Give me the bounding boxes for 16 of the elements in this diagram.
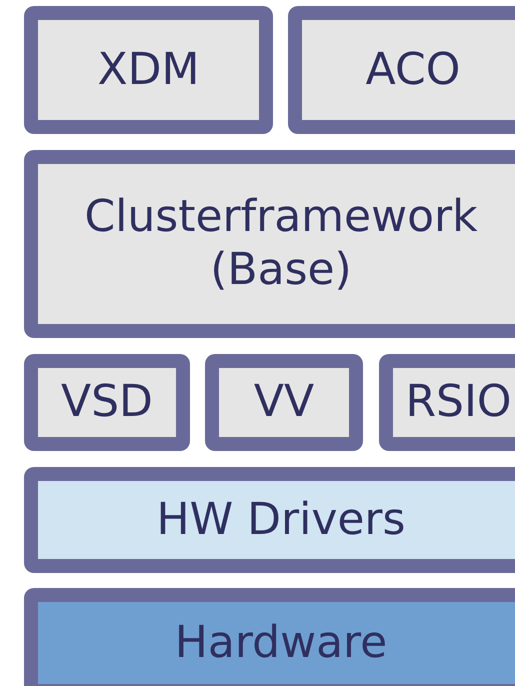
layer-label: Hardware: [174, 616, 388, 670]
layer-label: XDM: [98, 44, 200, 96]
layer-box: [24, 6, 273, 134]
layer-label: HW Drivers: [156, 494, 406, 546]
layer-label: Clusterframework (Base): [83, 191, 479, 297]
layer-box: [24, 354, 190, 451]
layer-label: RSIO: [405, 376, 512, 429]
layer-label: VSD: [61, 376, 153, 429]
layer-box: [24, 150, 515, 338]
layer-box: [24, 467, 515, 573]
layer-label: ACO: [366, 44, 460, 96]
layer-box: [288, 6, 515, 134]
layer-label: VV: [254, 376, 314, 429]
layer-box: [379, 354, 515, 451]
layer-box: [24, 588, 515, 686]
layer-box: [205, 354, 363, 451]
